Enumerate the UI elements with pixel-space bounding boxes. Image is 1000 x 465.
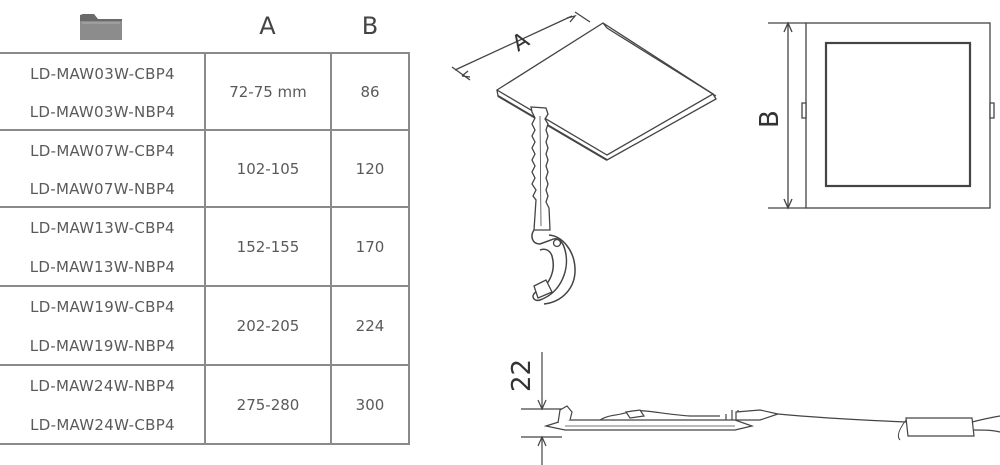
folder-icon bbox=[80, 14, 122, 40]
cutout-dimension-label: A bbox=[508, 28, 534, 57]
model-name: LD-MAW24W-CBP4 bbox=[30, 416, 175, 434]
cutout-a-value: 202-205 bbox=[236, 316, 300, 335]
model-name: LD-MAW03W-NBP4 bbox=[29, 103, 176, 121]
table-column-divider bbox=[408, 52, 410, 445]
model-name: LD-MAW03W-CBP4 bbox=[30, 65, 175, 83]
column-b-header: B bbox=[361, 12, 379, 40]
model-name: LD-MAW13W-CBP4 bbox=[30, 219, 175, 237]
model-name: LD-MAW07W-NBP4 bbox=[29, 180, 176, 198]
panel-dimension-label: B bbox=[755, 110, 785, 128]
model-name: LD-MAW13W-NBP4 bbox=[29, 258, 176, 276]
model-name: LD-MAW19W-NBP4 bbox=[29, 337, 176, 355]
cutout-a-value: 72-75 mm bbox=[229, 82, 307, 101]
panel-side-profile-drawing bbox=[521, 352, 1000, 465]
ceiling-cutout-drawing bbox=[451, 11, 717, 305]
model-name: LD-MAW07W-CBP4 bbox=[30, 142, 175, 160]
table-column-divider bbox=[330, 52, 332, 445]
height-dimension-label: 22 bbox=[507, 359, 537, 392]
dimension-table: A B LD-MAW03W-CBP4 LD-MAW03W-NBP4 72-75 … bbox=[0, 0, 410, 465]
column-a-header: A bbox=[259, 12, 276, 40]
panel-b-value: 86 bbox=[360, 82, 380, 101]
technical-drawings: A B 22 bbox=[451, 11, 1000, 465]
panel-b-value: 170 bbox=[355, 237, 385, 256]
cutout-a-value: 102-105 bbox=[236, 159, 300, 178]
table-column-divider bbox=[204, 52, 206, 445]
panel-b-value: 224 bbox=[355, 316, 385, 335]
cutout-a-value: 152-155 bbox=[236, 237, 300, 256]
model-name: LD-MAW19W-CBP4 bbox=[30, 298, 175, 316]
panel-b-value: 300 bbox=[355, 395, 385, 414]
panel-front-view-drawing bbox=[768, 21, 995, 210]
cutout-a-value: 275-280 bbox=[236, 395, 300, 414]
table-header-icon-cell bbox=[75, 0, 127, 52]
model-name: LD-MAW24W-NBP4 bbox=[29, 377, 176, 395]
panel-b-value: 120 bbox=[355, 159, 385, 178]
